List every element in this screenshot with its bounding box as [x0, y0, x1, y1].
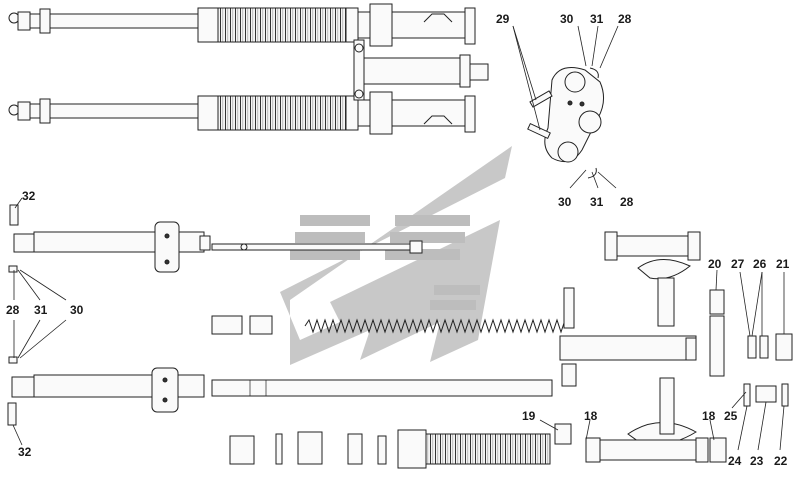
callout-23: 23 [750, 454, 764, 468]
fork-leg-upper-exploded [8, 204, 566, 364]
callout-31-left: 31 [34, 303, 48, 317]
steering-stem-parts [559, 231, 793, 463]
callout-29: 29 [496, 12, 510, 26]
callout-32-bottom: 32 [18, 445, 32, 459]
fork-leg-lower-exploded [7, 367, 572, 469]
callout-18-right: 18 [702, 409, 716, 423]
callout-25: 25 [724, 409, 738, 423]
callout-labels: 29 30 31 28 30 31 28 32 28 31 30 32 19 1… [6, 12, 790, 468]
callout-22: 22 [774, 454, 788, 468]
callout-18-left: 18 [584, 409, 598, 423]
callout-24: 24 [728, 454, 742, 468]
callout-28-top: 28 [618, 12, 632, 26]
callout-31-top: 31 [590, 12, 604, 26]
callout-28-left: 28 [6, 303, 20, 317]
top-bracket-assembly [527, 67, 604, 179]
callout-31-mid: 31 [590, 195, 604, 209]
assembled-fork [8, 3, 489, 135]
callout-28-mid: 28 [620, 195, 634, 209]
callout-leaders [12, 25, 785, 451]
callout-27: 27 [731, 257, 745, 271]
callout-19: 19 [522, 409, 536, 423]
callout-30-left: 30 [70, 303, 84, 317]
watermark-logo [280, 146, 512, 365]
callout-30-top: 30 [560, 12, 574, 26]
callout-26: 26 [753, 257, 767, 271]
callout-30-mid: 30 [558, 195, 572, 209]
callout-21: 21 [776, 257, 790, 271]
callout-20: 20 [708, 257, 722, 271]
callout-32-top: 32 [22, 189, 36, 203]
